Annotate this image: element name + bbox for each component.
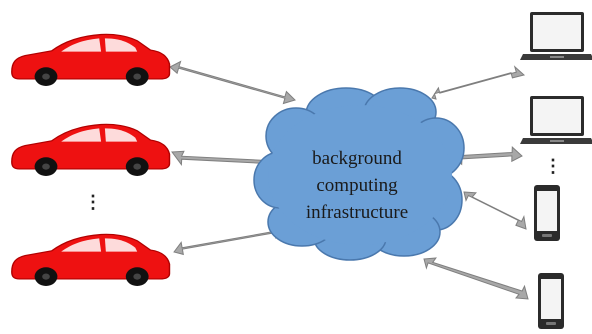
smartphone-icon-1	[534, 185, 560, 241]
double-arrow-car3	[173, 225, 286, 256]
double-arrow-phone1	[463, 191, 527, 230]
cloud-label-line3: infrastructure	[306, 202, 408, 223]
cloud-label-line1: background	[312, 148, 402, 169]
smartphone-icon-2	[538, 273, 564, 329]
car-icon-2	[11, 123, 171, 177]
devices-ellipsis: ⋮	[544, 156, 562, 176]
double-arrow-laptop1	[431, 65, 526, 100]
car-icon-3	[11, 233, 171, 287]
double-arrow-phone2	[423, 257, 529, 300]
cloud-shape	[253, 87, 465, 261]
laptop-icon-2	[520, 96, 592, 144]
laptop-icon-1	[520, 12, 592, 60]
double-arrow-car1	[169, 60, 296, 105]
cloud-label-line2: computing	[316, 175, 398, 196]
car-icon-1	[11, 33, 171, 87]
cars-ellipsis: ⋮	[84, 192, 102, 212]
